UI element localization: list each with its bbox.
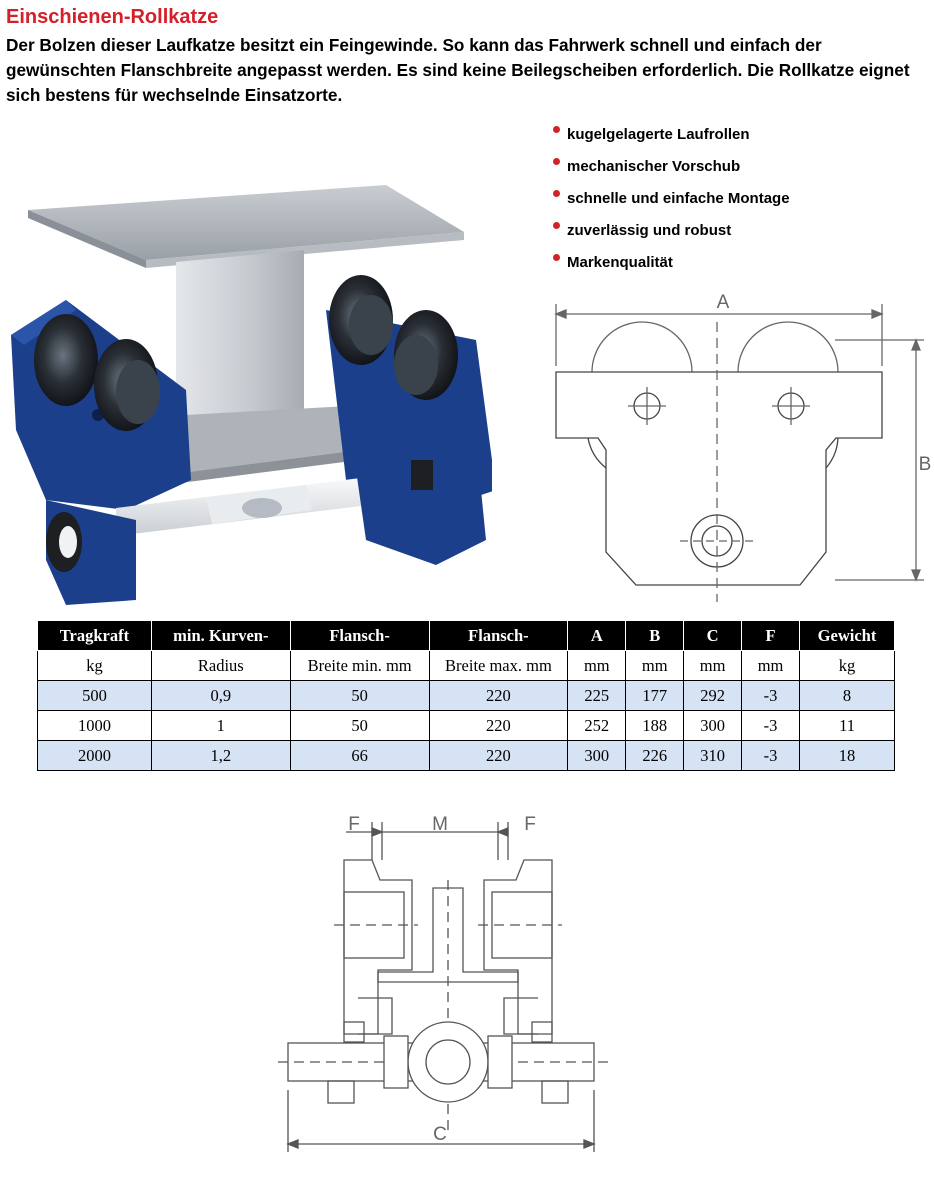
table-cell: Breite max. mm: [428, 650, 569, 681]
table-cell: 177: [625, 680, 685, 711]
front-view-diagram: A B: [554, 292, 932, 602]
table-row: 1000 1 50 220 252 188 300 -3 11: [37, 710, 895, 741]
feature-item: Markenqualität: [550, 250, 790, 282]
table-cell: 310: [683, 740, 743, 771]
feature-item: zuverlässig und robust: [550, 218, 790, 250]
table-cell: 2000: [37, 740, 152, 771]
specification-table: Tragkraft min. Kurven- Flansch- Flansch-…: [37, 620, 895, 771]
table-row: 2000 1,2 66 220 300 226 310 -3 18: [37, 740, 895, 771]
table-cell: 1: [150, 710, 291, 741]
dimension-b-label: B: [919, 454, 932, 475]
table-cell: 220: [428, 680, 569, 711]
feature-item: mechanischer Vorschub: [550, 154, 790, 186]
feature-label: schnelle und einfache Montage: [567, 190, 790, 207]
table-cell: mm: [567, 650, 627, 681]
table-header-row: Tragkraft min. Kurven- Flansch- Flansch-…: [37, 620, 895, 651]
table-cell: 50: [289, 710, 430, 741]
feature-item: schnelle und einfache Montage: [550, 186, 790, 218]
feature-list: kugelgelagerte Laufrollen mechanischer V…: [550, 122, 790, 282]
table-cell: 226: [625, 740, 685, 771]
dimension-c-label: C: [433, 1124, 447, 1145]
feature-label: mechanischer Vorschub: [567, 158, 741, 175]
bullet-icon: [553, 158, 560, 165]
feature-label: Markenqualität: [567, 254, 673, 271]
table-cell: 11: [799, 710, 895, 741]
bullet-icon: [553, 254, 560, 261]
dimension-m-label: M: [432, 814, 448, 835]
table-cell: 220: [428, 740, 569, 771]
feature-label: zuverlässig und robust: [567, 222, 732, 239]
table-cell: 8: [799, 680, 895, 711]
table-cell: mm: [683, 650, 743, 681]
dimension-a-label: A: [717, 292, 730, 313]
bullet-icon: [553, 190, 560, 197]
table-cell: -3: [741, 710, 801, 741]
table-header: Gewicht: [799, 620, 895, 651]
trolley-product-image: [11, 185, 492, 605]
table-cell: 188: [625, 710, 685, 741]
table-row: 500 0,9 50 220 225 177 292 -3 8: [37, 680, 895, 711]
table-header: B: [625, 620, 685, 651]
bullet-icon: [553, 126, 560, 133]
table-header: Flansch-: [289, 620, 430, 651]
table-cell: 292: [683, 680, 743, 711]
table-cell: 225: [567, 680, 627, 711]
table-cell: kg: [799, 650, 895, 681]
table-cell: Breite min. mm: [289, 650, 430, 681]
table-cell: mm: [625, 650, 685, 681]
table-header: Tragkraft: [37, 620, 152, 651]
table-cell: 220: [428, 710, 569, 741]
table-cell: kg: [37, 650, 152, 681]
table-cell: 252: [567, 710, 627, 741]
table-header: A: [567, 620, 627, 651]
table-cell: 300: [683, 710, 743, 741]
table-header: Flansch-: [428, 620, 569, 651]
table-cell: 1,2: [150, 740, 291, 771]
table-cell: 18: [799, 740, 895, 771]
table-cell: 500: [37, 680, 152, 711]
table-cell: -3: [741, 740, 801, 771]
feature-item: kugelgelagerte Laufrollen: [550, 122, 790, 154]
dimension-f-right-label: F: [524, 814, 536, 835]
table-cell: 0,9: [150, 680, 291, 711]
bullet-icon: [553, 222, 560, 229]
table-header: F: [741, 620, 801, 651]
intro-text: Der Bolzen dieser Laufkatze besitzt ein …: [6, 35, 910, 105]
table-cell: 50: [289, 680, 430, 711]
table-cell: 1000: [37, 710, 152, 741]
table-cell: mm: [741, 650, 801, 681]
dimension-f-left-label: F: [348, 814, 360, 835]
table-cell: 300: [567, 740, 627, 771]
section-view-diagram: F M F C: [278, 814, 608, 1152]
table-cell: -3: [741, 680, 801, 711]
table-cell: 66: [289, 740, 430, 771]
table-units-row: kg Radius Breite min. mm Breite max. mm …: [37, 650, 895, 681]
feature-label: kugelgelagerte Laufrollen: [567, 126, 750, 143]
table-header: min. Kurven-: [150, 620, 291, 651]
page-title: Einschienen-Rollkatze: [6, 6, 219, 28]
table-header: C: [683, 620, 743, 651]
table-cell: Radius: [150, 650, 291, 681]
